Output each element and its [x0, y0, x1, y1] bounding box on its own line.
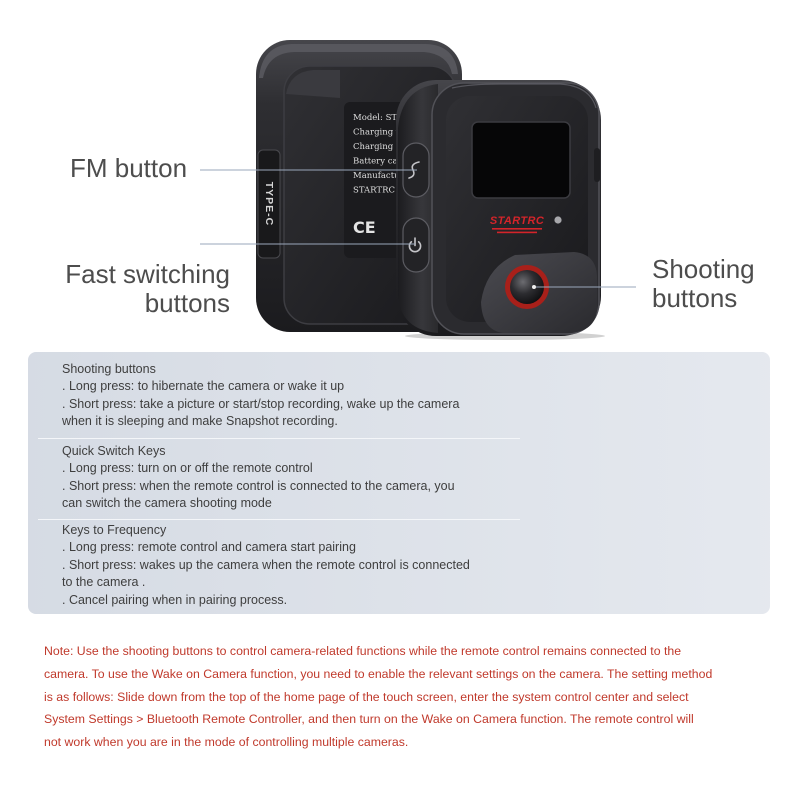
- rear-label-line: Battery ca: [353, 157, 398, 167]
- rear-label-line: Charging c: [353, 142, 401, 152]
- logo-stripe: [492, 228, 542, 230]
- section-title: Quick Switch Keys: [62, 444, 166, 458]
- shooting-buttons-label: Shooting buttons: [652, 255, 755, 313]
- section-divider: [38, 519, 520, 520]
- note-line: not work when you are in the mode of con…: [44, 735, 409, 750]
- section-keys-to-frequency: Keys to Frequency . Long press: remote c…: [62, 522, 470, 609]
- note-line: Note: Use the shooting buttons to contro…: [44, 644, 682, 658]
- section-divider: [38, 438, 520, 439]
- fm-button-label: FM button: [70, 154, 187, 183]
- section-line: . Short press: take a picture or start/s…: [62, 396, 460, 411]
- fast-switch-button: [402, 217, 430, 273]
- ce-mark: CE: [353, 218, 376, 237]
- usb-port-panel: [257, 149, 281, 259]
- startrc-logo: STARTRC: [490, 215, 545, 227]
- section-line: . Cancel pairing when in pairing process…: [62, 592, 288, 607]
- section-title: Shooting buttons: [62, 362, 156, 376]
- callout-lines: [200, 169, 636, 289]
- fast-switching-label-line: Fast switching: [65, 259, 230, 289]
- section-line: . Long press: to hibernate the camera or…: [62, 379, 345, 394]
- callout-dot-shooting: [532, 285, 536, 289]
- shooting-buttons-label-line: Shooting: [652, 254, 755, 284]
- rear-device-top-rim: [259, 44, 458, 78]
- button-functions-panel: Shooting buttons . Long press: to hibern…: [28, 352, 770, 614]
- fast-switching-label-line: buttons: [144, 288, 230, 318]
- shooting-button: [510, 270, 544, 304]
- remote-screen: [471, 121, 571, 199]
- product-photo: TYPE-C Model: STO Charging v Charging c …: [200, 40, 636, 340]
- fast-switching-label: Fast switching buttons: [65, 260, 230, 318]
- section-line: . Short press: wakes up the camera when …: [62, 557, 470, 572]
- remote-device: STARTRC: [396, 80, 605, 340]
- note-line: System Settings > Bluetooth Remote Contr…: [44, 712, 694, 727]
- section-title: Keys to Frequency: [62, 523, 167, 537]
- rear-label-line: Manufactu: [353, 171, 400, 181]
- section-shooting-buttons: Shooting buttons . Long press: to hibern…: [62, 361, 459, 431]
- note-line: camera. To use the Wake on Camera functi…: [44, 666, 713, 681]
- section-line: can switch the camera shooting mode: [62, 496, 272, 511]
- usb-port-label: TYPE-C: [263, 182, 275, 227]
- section-quick-switch-keys: Quick Switch Keys . Long press: turn on …: [62, 443, 455, 513]
- section-line: when it is sleeping and make Snapshot re…: [62, 414, 338, 429]
- rear-label-line: Charging v: [353, 128, 401, 138]
- section-line: . Long press: remote control and camera …: [62, 540, 356, 555]
- indicator-light: [554, 216, 562, 224]
- fm-button-label-text: FM button: [70, 153, 188, 183]
- section-line: . Long press: turn on or off the remote …: [62, 461, 313, 476]
- section-line: to the camera .: [62, 575, 146, 590]
- rear-label-line: Model: STO: [353, 113, 404, 123]
- section-line: . Short press: when the remote control i…: [62, 478, 455, 493]
- rear-label-line: STARTRC Te: [353, 186, 408, 196]
- remote-side-notch: [594, 148, 600, 182]
- shooting-buttons-label-line: buttons: [652, 283, 738, 313]
- logo-stripe: [497, 231, 537, 234]
- remote-top-highlight: [451, 83, 597, 109]
- rear-device-shoulder: [286, 70, 340, 98]
- usage-note: Note: Use the shooting buttons to contro…: [44, 640, 712, 754]
- note-line: is as follows: Slide down from the top o…: [44, 689, 689, 704]
